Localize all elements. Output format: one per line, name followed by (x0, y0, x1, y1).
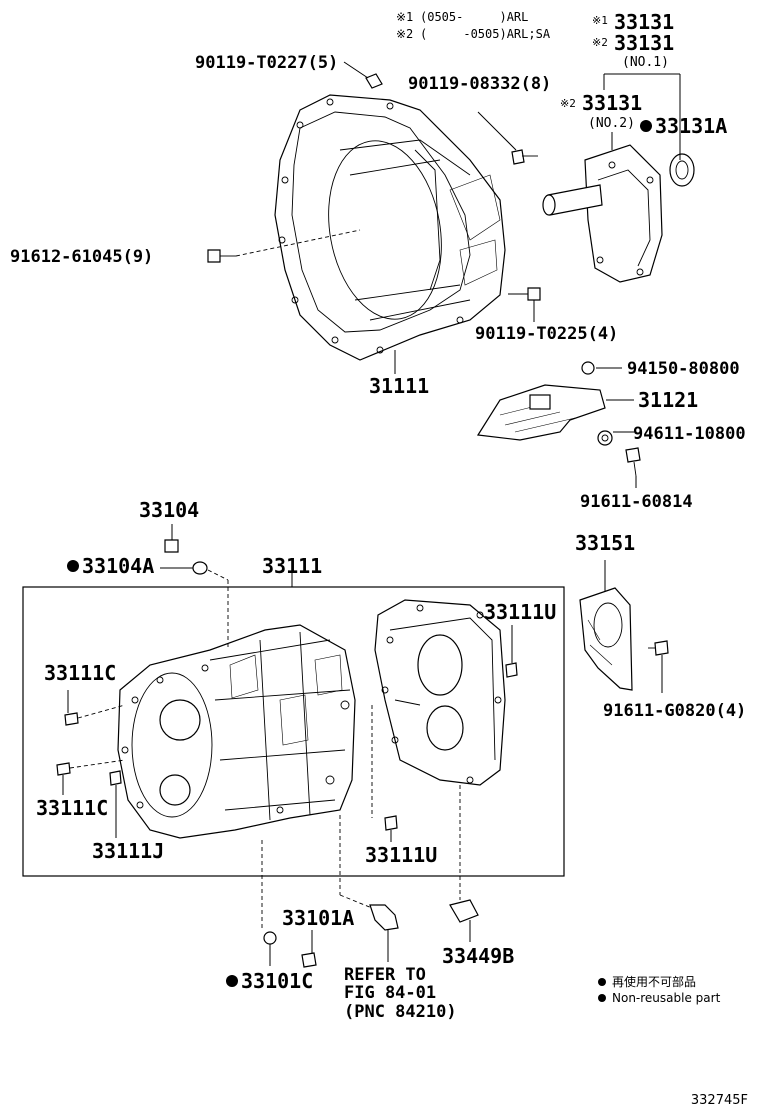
label-91611-G0820[interactable]: 91611-G0820(4) (603, 701, 746, 721)
label-33101C[interactable]: 33101C (241, 969, 313, 993)
bolt-91612-61045 (207, 229, 361, 263)
label-33111U-bottom[interactable]: 33111U (365, 843, 437, 867)
transmission-case-drawing (117, 624, 356, 839)
label-90119-08332[interactable]: 90119-08332(8) (408, 74, 551, 94)
dowel-33111C-top (64, 690, 126, 726)
mark-33131-c: ※2 (560, 97, 576, 110)
label-91612-61045[interactable]: 91612-61045(9) (10, 247, 153, 267)
refer-line-2[interactable]: FIG 84-01 (344, 983, 436, 1003)
mark-33131-a: ※1 (592, 14, 608, 27)
label-94611-10800[interactable]: 94611-10800 (633, 424, 746, 444)
label-33111C-bottom[interactable]: 33111C (36, 796, 108, 820)
bolt-90119-T0227 (343, 61, 383, 89)
label-94150-80800[interactable]: 94150-80800 (627, 359, 740, 379)
label-33131-a[interactable]: 33131 (614, 10, 674, 34)
legend-jp: 再使用不可部品 (612, 974, 696, 989)
oil-seal-33131A (669, 153, 695, 187)
pin-33111J (109, 770, 122, 838)
legend: 再使用不可部品 Non-reusable part (598, 974, 721, 1005)
diagram-id: 332745F (691, 1093, 748, 1108)
legend-dot-jp (598, 978, 606, 986)
leaders-33131 (603, 73, 681, 160)
label-33131A[interactable]: 33131A (655, 114, 727, 138)
label-31121[interactable]: 31121 (638, 388, 698, 412)
label-90119-T0225[interactable]: 90119-T0225(4) (475, 324, 618, 344)
mark-33131-b: ※2 (592, 36, 608, 49)
clip-33449B-drawing (449, 899, 479, 942)
label-31111[interactable]: 31111 (369, 374, 429, 398)
label-33131-no1: (NO.1) (622, 55, 669, 70)
note1-text: (0505- )ARL (420, 10, 528, 24)
refer-line-3[interactable]: (PNC 84210) (344, 1002, 457, 1022)
refer-line-1[interactable]: REFER TO (344, 965, 426, 985)
adapter-plate-drawing (374, 599, 506, 786)
bolt-90119-08332 (477, 111, 538, 165)
label-33131-no2: (NO.2) (588, 116, 635, 131)
assembly-box-33111 (22, 586, 565, 877)
label-33131-b[interactable]: 33131 (614, 31, 674, 55)
note2-text: ( -0505)ARL;SA (420, 27, 551, 41)
label-91611-60814[interactable]: 91611-60814 (580, 492, 693, 512)
label-33111U-top[interactable]: 33111U (484, 600, 556, 624)
label-33449B[interactable]: 33449B (442, 944, 514, 968)
dowel-33111U-top (505, 625, 518, 678)
note1-mark: ※1 (396, 10, 413, 24)
label-33111C-top[interactable]: 33111C (44, 661, 116, 685)
label-90119-T0227[interactable]: 90119-T0227(5) (195, 53, 338, 73)
bolt-90119-T0225 (508, 287, 541, 322)
label-33111J[interactable]: 33111J (92, 839, 164, 863)
non-reusable-mark-33104A (67, 560, 79, 572)
non-reusable-mark-33131A (640, 120, 652, 132)
non-reusable-mark-33101C (226, 975, 238, 987)
label-33151[interactable]: 33151 (575, 531, 635, 555)
legend-en: Non-reusable part (612, 991, 721, 1005)
label-33131-c[interactable]: 33131 (582, 91, 642, 115)
label-33104[interactable]: 33104 (139, 498, 199, 522)
gasket-33101C (263, 931, 277, 966)
label-33104A[interactable]: 33104A (82, 554, 154, 578)
dowel-33111U-bottom (384, 815, 398, 842)
gasket-33104A (160, 561, 229, 581)
dowel-33111C-bottom (56, 759, 126, 795)
plug-33101A (301, 930, 317, 968)
label-33101A[interactable]: 33101A (282, 906, 354, 930)
cover-31121-drawing (476, 361, 641, 477)
bolt-91611-G0820 (648, 640, 669, 693)
speed-sensor-drawing (339, 894, 399, 962)
note2-mark: ※2 (396, 27, 413, 41)
part-labels: 90119-T0227(5) 90119-08332(8) ※1 33131 ※… (10, 10, 746, 1022)
legend-dot-en (598, 994, 606, 1002)
applicability-notes: ※1 (0505- )ARL ※2 ( -0505)ARL;SA (396, 10, 551, 41)
label-33111[interactable]: 33111 (262, 554, 322, 578)
plug-33104 (164, 524, 179, 553)
cover-33151-drawing (579, 560, 633, 691)
extension-housing-drawing (542, 144, 663, 283)
clutch-housing-drawing (274, 94, 506, 361)
